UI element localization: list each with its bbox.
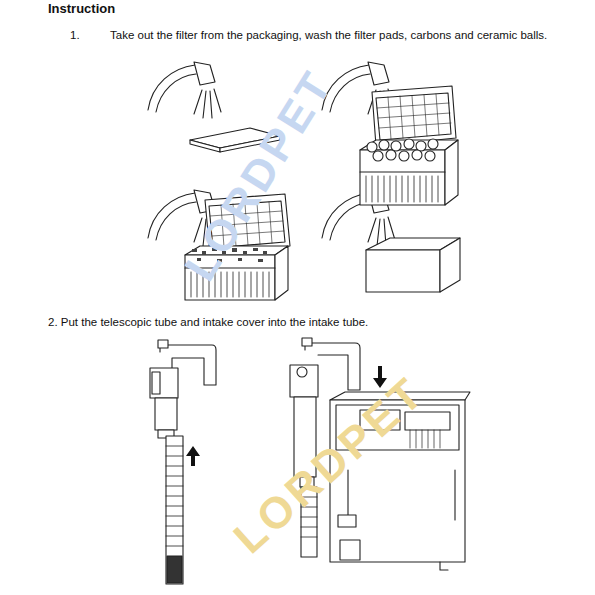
ceramic-ball-box [360,86,458,205]
page-title: Instruction [48,1,115,17]
telescopic-tube [166,436,183,584]
step-number: 1. [70,29,80,43]
shower-head [148,62,221,118]
step-text: 2. Put the telescopic tube and intake co… [48,316,368,330]
up-arrow [186,446,200,466]
foam-block [366,238,460,292]
intake-cover [150,340,216,438]
step-text: Take out the filter from the packaging, … [110,29,547,43]
